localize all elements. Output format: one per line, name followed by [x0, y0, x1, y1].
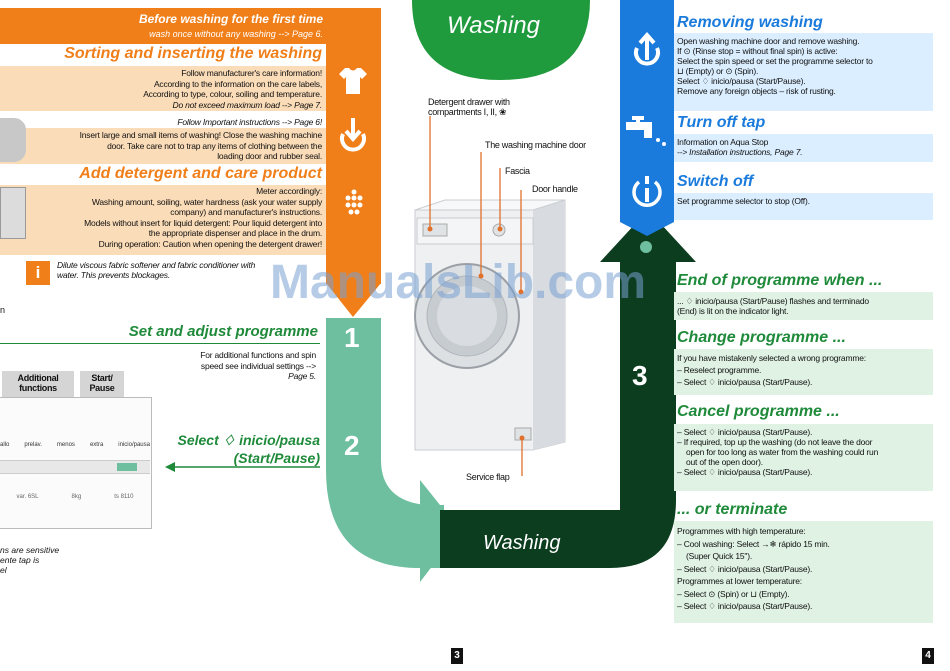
detergent-dots-icon — [345, 189, 363, 215]
watermark: ManualsLib.com — [270, 256, 647, 309]
removing-box — [674, 33, 933, 111]
panel-button-strip — [0, 460, 150, 474]
teal-flow-band — [326, 318, 444, 568]
washing-machine-illustration — [414, 199, 566, 451]
dark-flow-band — [440, 260, 676, 568]
step-number-2: 2 — [344, 430, 360, 461]
dark-arrow-head — [600, 210, 696, 262]
sorting-box — [0, 66, 326, 111]
switch-title: Switch off — [677, 173, 754, 190]
washing-bottom-title: Washing — [483, 532, 561, 554]
change-box — [674, 349, 933, 395]
change-title: Change programme ... — [677, 329, 846, 346]
detergent-title: Add detergent and care product — [79, 165, 322, 182]
insert-box — [0, 128, 326, 164]
drum-photo — [0, 118, 26, 162]
softener-note: Dilute viscous fabric softener and fabri… — [57, 260, 256, 280]
panel-start-key[interactable] — [117, 463, 137, 471]
washing-top-title: Washing — [447, 12, 540, 39]
additional-functions-button[interactable]: Additional functions — [2, 371, 74, 397]
insert-text: Insert large and small items of washing!… — [79, 130, 323, 161]
first-wash-note: wash once without any washing --> Page 6… — [149, 29, 323, 39]
start-instruction: Select ♢ inicio/pausa(Start/Pause) — [177, 432, 321, 466]
detergent-text: Meter accordingly:Washing amount, soilin… — [84, 186, 322, 249]
removing-text: Open washing machine door and remove was… — [677, 36, 873, 96]
end-box — [674, 292, 933, 320]
terminate-text: Programmes with high temperature:– Cool … — [677, 526, 830, 611]
label-handle: Door handle — [532, 184, 578, 194]
orange-step-column — [326, 8, 381, 284]
shirt-icon — [339, 68, 367, 94]
label-fascia: Fascia — [505, 166, 530, 176]
start-pause-button[interactable]: Start/ Pause — [80, 371, 124, 397]
unload-arrow-icon — [634, 31, 660, 66]
step-number-3: 3 — [632, 360, 648, 391]
step-number-1: 1 — [344, 322, 360, 353]
removing-title: Removing washing — [677, 14, 823, 31]
load-arrow-icon — [340, 118, 366, 152]
washing-top-disc — [412, 0, 590, 80]
terminate-box — [674, 521, 933, 623]
info-icon: i — [26, 261, 50, 285]
switch-text: Set programme selector to stop (Off). — [677, 196, 810, 206]
program-rule — [0, 343, 320, 344]
sorting-title: Sorting and inserting the washing — [64, 45, 322, 62]
switch-box — [674, 193, 933, 220]
sorting-text: Follow manufacturer's care information!A… — [143, 68, 322, 110]
orange-arrow-tip — [326, 283, 381, 317]
first-wash-title: Before washing for the first time — [138, 12, 323, 26]
tap-icon — [626, 116, 666, 146]
label-door: The washing machine door — [485, 140, 586, 150]
detergent-box — [0, 185, 326, 255]
change-text: If you have mistakenly selected a wrong … — [677, 353, 866, 387]
cancel-box — [674, 424, 933, 491]
program-title: Set and adjust programme — [128, 323, 318, 340]
tap-box — [674, 134, 933, 162]
page-number-left: 3 — [451, 648, 463, 664]
cancel-title: Cancel programme ... — [677, 403, 840, 420]
end-text: ... ♢ inicio/pausa (Start/Pause) flashes… — [677, 296, 869, 316]
tap-text: Information on Aqua Stop--> Installation… — [677, 137, 803, 157]
left-fragment-n: n — [0, 305, 6, 315]
page-number-right: 4 — [922, 648, 934, 664]
label-service: Service flap — [466, 472, 510, 482]
start-arrow-icon — [165, 462, 320, 472]
terminate-title: ... or terminate — [677, 501, 788, 518]
label-drawer: Detergent drawer with compartments I, II… — [428, 97, 510, 117]
power-off-icon — [632, 176, 662, 207]
tap-title: Turn off tap — [677, 114, 766, 131]
cancel-text: – Select ♢ inicio/pausa (Start/Pause).– … — [677, 427, 879, 477]
first-wash-banner — [0, 8, 326, 44]
green-dot — [640, 241, 652, 253]
drawer-photo — [0, 187, 26, 239]
end-title: End of programme when ... — [677, 272, 883, 289]
important-note: Follow Important instructions --> Page 6… — [177, 117, 322, 127]
